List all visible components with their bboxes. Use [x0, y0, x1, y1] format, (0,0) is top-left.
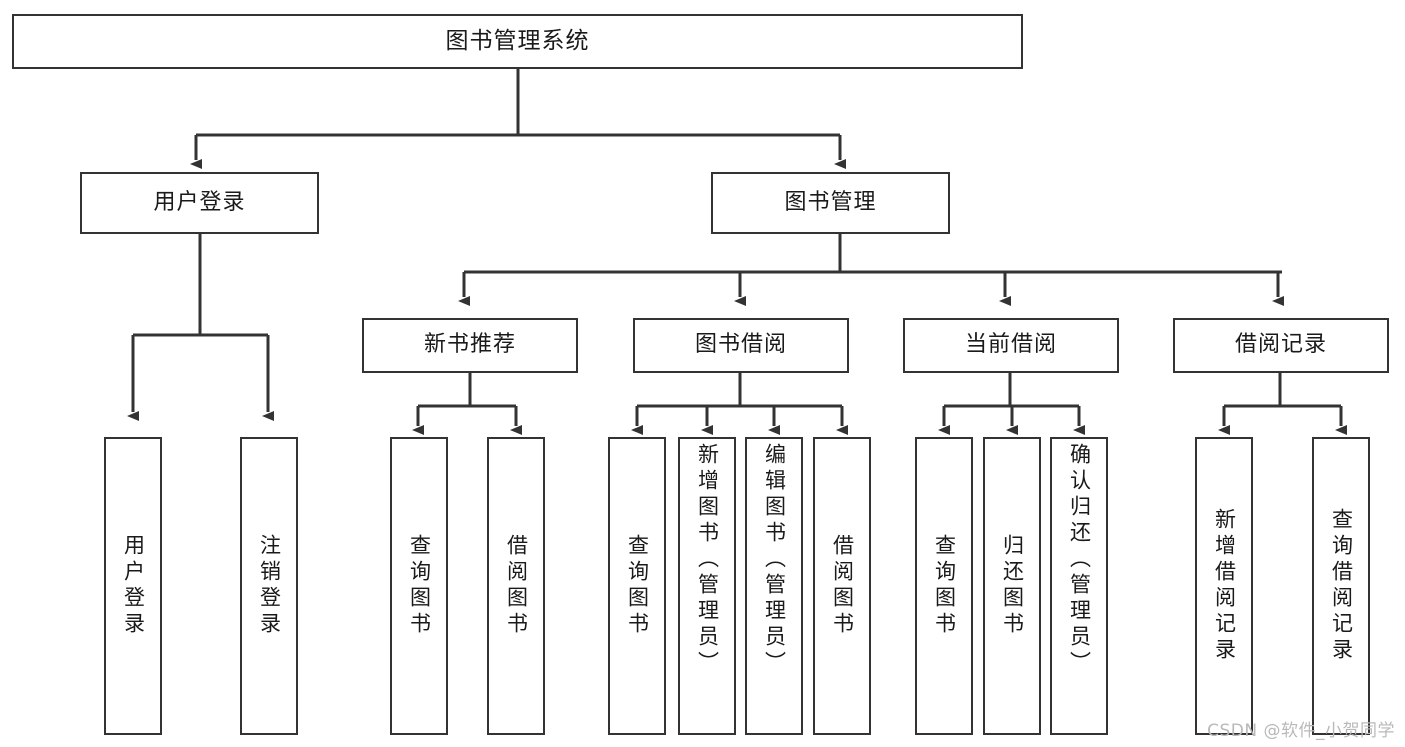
leaf-records-add-record[interactable]: 新增借阅记录: [1195, 437, 1253, 735]
leaf-label: 确认归还（管理员）: [1067, 443, 1092, 677]
leaf-label: 查询图书: [932, 534, 957, 638]
leaf-records-query-record[interactable]: 查询借阅记录: [1312, 437, 1370, 735]
leaf-user-login-signin[interactable]: 用户登录: [104, 437, 162, 735]
leaf-borrow-edit-book-admin[interactable]: 编辑图书（管理员）: [745, 437, 803, 735]
leaf-label: 用户登录: [121, 534, 146, 638]
leaf-new-books-query[interactable]: 查询图书: [390, 437, 448, 735]
csdn-watermark: CSDN @软件_小贺同学: [1207, 721, 1395, 741]
leaf-user-login-signout[interactable]: 注销登录: [240, 437, 298, 735]
node-current-borrow[interactable]: 当前借阅: [903, 318, 1119, 373]
leaf-borrow-add-book-admin[interactable]: 新增图书（管理员）: [678, 437, 736, 735]
node-book-management[interactable]: 图书管理: [711, 172, 950, 234]
leaf-current-confirm-return-admin[interactable]: 确认归还（管理员）: [1050, 437, 1108, 735]
node-new-book-recommend[interactable]: 新书推荐: [362, 318, 578, 373]
leaf-current-return-book[interactable]: 归还图书: [983, 437, 1041, 735]
leaf-label: 查询图书: [407, 534, 432, 638]
leaf-label: 新增借阅记录: [1212, 508, 1237, 664]
leaf-label: 注销登录: [257, 534, 282, 638]
node-user-login[interactable]: 用户登录: [80, 172, 319, 234]
leaf-label: 查询图书: [625, 534, 650, 638]
leaf-label: 借阅图书: [504, 534, 529, 638]
leaf-label: 归还图书: [1000, 534, 1025, 638]
leaf-borrow-query-book[interactable]: 查询图书: [608, 437, 666, 735]
leaf-label: 新增图书（管理员）: [695, 443, 720, 677]
leaf-current-query-book[interactable]: 查询图书: [915, 437, 973, 735]
leaf-label: 借阅图书: [830, 534, 855, 638]
node-root-system[interactable]: 图书管理系统: [12, 14, 1023, 69]
leaf-label: 查询借阅记录: [1329, 508, 1354, 664]
node-book-borrow[interactable]: 图书借阅: [633, 318, 849, 373]
node-borrow-records[interactable]: 借阅记录: [1173, 318, 1389, 373]
leaf-label: 编辑图书（管理员）: [762, 443, 787, 677]
leaf-new-books-borrow[interactable]: 借阅图书: [487, 437, 545, 735]
leaf-borrow-borrow-book[interactable]: 借阅图书: [813, 437, 871, 735]
